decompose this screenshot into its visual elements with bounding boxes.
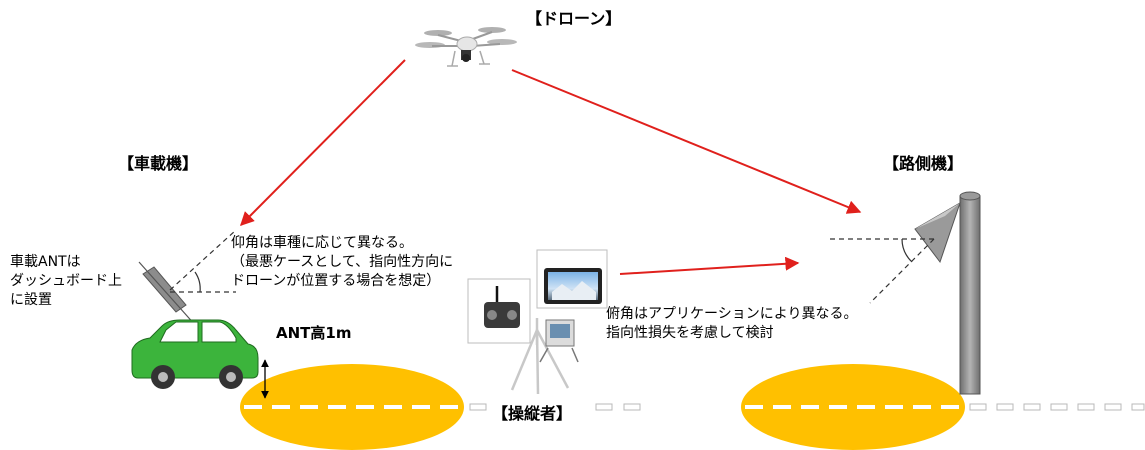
car-icon [131,319,259,389]
elevation-note-line: ドローンが位置する場合を想定） [231,273,441,289]
field-monitor-icon [539,319,579,363]
depression-angle-guides [830,238,935,304]
vehicle-ant-note-line: に設置 [10,292,52,308]
monitor-icon [536,249,608,309]
vehicle-ant-note: 車載ANTは ダッシュボード上 に設置 [10,253,122,310]
arrow-drone-to-vehicle [240,59,406,226]
arrow-drone-to-roadside [511,69,862,214]
roadside-antenna-icon [914,201,961,264]
drone-icon [415,27,517,67]
arrow-operator-to-roadside [619,256,800,275]
remote-controller-icon [467,278,531,344]
vehicle-antenna-icon [138,261,197,327]
vehicle-ant-note-line: ダッシュボード上 [10,273,122,289]
depression-note: 俯角はアプリケーションにより異なる。 指向性損失を考慮して検討 [606,305,857,343]
elevation-note: 仰角は車種に応じて異なる。 （最悪ケースとして、指向性方向に ドローンが位置する… [231,234,453,291]
elevation-note-line: 仰角は車種に応じて異なる。 [231,235,413,251]
road-zone-right [741,364,965,450]
roadside-pole-icon [959,191,981,395]
lane-dashes-off-road [469,403,1145,411]
depression-note-line: 指向性損失を考慮して検討 [606,325,774,341]
road-zone-left [240,364,464,450]
roadside-unit-label: 【路側機】 [883,154,964,173]
elevation-angle-guides [169,229,237,293]
operator-label: 【操縦者】 [492,404,573,423]
elevation-note-line: （最悪ケースとして、指向性方向に [231,254,454,270]
vehicle-unit-label: 【車載機】 [118,154,199,173]
vehicle-ant-note-line: 車載ANTは [10,254,81,270]
tripod-stand-icon [510,318,570,395]
ant-height-label: ANT高1m [276,324,352,342]
drone-label: 【ドローン】 [526,9,622,28]
depression-note-line: 俯角はアプリケーションにより異なる。 [606,306,858,322]
